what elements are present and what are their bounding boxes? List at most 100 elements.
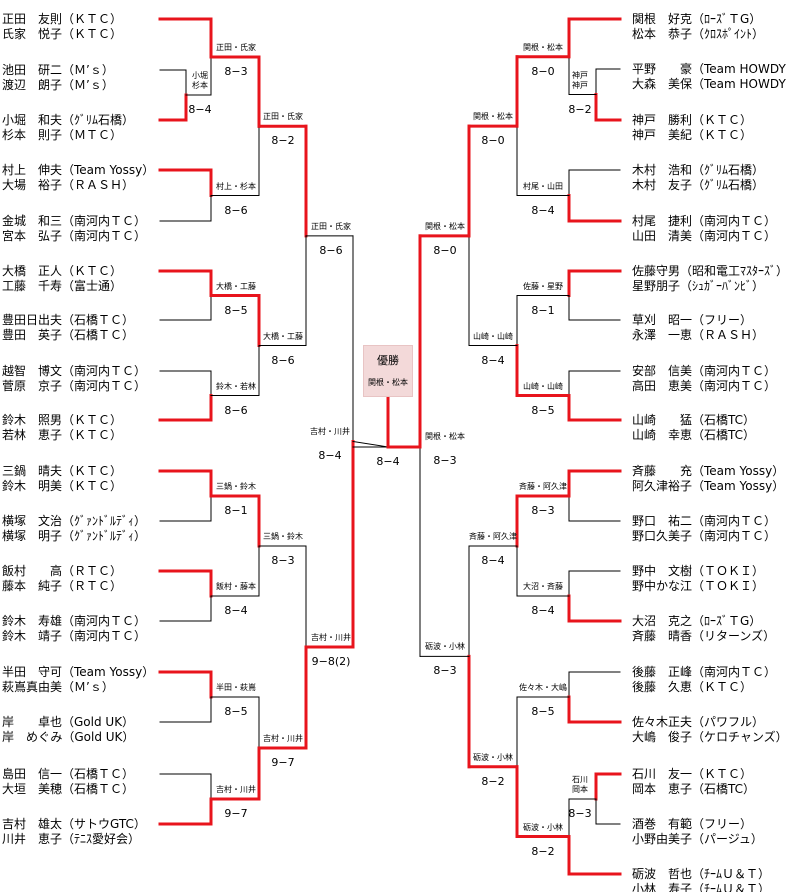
- right-pair: 後藤 正峰（南河内ＴＣ）後藤 久恵（ＫＴＣ）: [632, 665, 776, 695]
- player-name: 工藤 千寿（富士通）: [2, 279, 123, 293]
- player-name: 藤本 純子（ＲＴＣ）: [2, 579, 123, 593]
- match-score: 8−4: [481, 353, 505, 367]
- match-score: 8−5: [224, 705, 248, 718]
- match-score: 8−0: [531, 64, 555, 78]
- match-score: 8−5: [531, 705, 555, 718]
- champion-box: 優勝 関根・松本: [363, 345, 413, 397]
- player-name: 横塚 明子（ｸﾞｧﾝﾄﾞﾙﾃﾞｨ）: [2, 529, 147, 543]
- left-pair: 島田 信一（石橋ＴＣ）大垣 美穂（石橋ＴＣ）: [2, 767, 134, 797]
- player-name: 池田 研二（Ｍ’ｓ）: [2, 63, 114, 77]
- player-name: 砺波 哲也（ﾁｰﾑＵ＆Ｔ）: [632, 867, 771, 881]
- match-score: 8−4: [224, 604, 248, 617]
- match-score: 8−2: [481, 774, 505, 788]
- player-name: 石川 友一（ＫＴＣ）: [632, 767, 753, 781]
- match-winner-label: 吉村・川井: [263, 734, 303, 743]
- player-name: 川井 恵子（ﾃﾆｽ愛好会）: [2, 832, 141, 846]
- match-winner-label: 砺波・小林: [523, 822, 563, 832]
- match-winner-label: 吉村・川井: [216, 785, 256, 794]
- match-score: 8−5: [224, 303, 248, 317]
- match-winner-label: 正田・氏家: [263, 112, 303, 122]
- match-winner-label: 村上・杉本: [216, 181, 256, 191]
- match-score: 9−7: [224, 807, 248, 820]
- match-score: 8−3: [433, 454, 457, 468]
- player-name: 吉村 雄太（サトウGTC）: [2, 817, 146, 831]
- match-score: 8−3: [271, 554, 295, 567]
- player-name: 高田 恵美（南河内ＴＣ）: [632, 379, 777, 393]
- player-name: 横塚 文治（ｸﾞｧﾝﾄﾞﾙﾃﾞｨ）: [2, 514, 147, 528]
- player-name: 山崎 猛（石橋TC）: [632, 413, 756, 427]
- right-pair: 佐々木正夫（パワフル）大嶋 俊子（ケロチャンズ）: [632, 715, 786, 745]
- player-name: 佐藤守男（昭和電工ﾏｽﾀｰｽﾞ）: [632, 264, 786, 278]
- player-name: 神戸 美紀（ＫＴＣ）: [632, 128, 753, 142]
- match-score: 8−0: [481, 134, 505, 148]
- player-name: 杉本 則子（ＭＴＣ）: [2, 128, 123, 142]
- player-name: 小堀 和夫（ｸﾞﾘﾑ石橋）: [2, 113, 135, 127]
- match-winner-label: 斉藤・阿久津: [469, 532, 517, 541]
- champion-name: 関根・松本: [368, 378, 408, 387]
- match-winner-label: 佐藤・星野: [523, 281, 563, 291]
- player-name: 大森 美保（Team HOWDY）: [632, 77, 786, 91]
- match-winner-label: 砺波・小林: [473, 752, 513, 762]
- player-name: 鈴木 照男（ＫＴＣ）: [2, 413, 123, 427]
- match-winner-label: 半田・萩嶌: [216, 683, 256, 692]
- bracket-line: [352, 440, 389, 448]
- player-name: 岸 卓也（Gold UK）: [2, 715, 135, 729]
- player-name: 氏家 悦子（ＫＴＣ）: [2, 27, 123, 41]
- match-score: 8−4: [376, 455, 400, 468]
- player-name: 村尾 捷利（南河内ＴＣ）: [632, 214, 777, 228]
- match-score: 8−4: [531, 604, 555, 617]
- match-winner-label: 飯村・藤本: [216, 582, 256, 591]
- match-score: 9−8(2): [311, 655, 351, 668]
- match-winner-label: 神戸 神戸: [572, 70, 588, 90]
- match-score: 8−2: [531, 844, 555, 858]
- left-pair: 金城 和三（南河内ＴＣ）宮本 弘子（南河内ＴＣ）: [2, 214, 146, 244]
- match-winner-label: 鈴木・若林: [216, 381, 256, 391]
- left-pair: 岸 卓也（Gold UK）岸 めぐみ（Gold UK）: [2, 715, 134, 745]
- match-score: 8−1: [224, 504, 248, 517]
- match-winner-label: 三鍋・鈴木: [263, 532, 303, 541]
- left-pair: 豊田日出夫（石橋ＴＣ）豊田 英子（石橋ＴＣ）: [2, 313, 134, 343]
- match-winner-label: 関根・松本: [523, 42, 563, 52]
- left-pair: 小堀 和夫（ｸﾞﾘﾑ石橋）杉本 則子（ＭＴＣ）: [2, 113, 134, 143]
- player-name: 後藤 正峰（南河内ＴＣ）: [632, 665, 777, 679]
- player-name: 村上 伸夫（Team Yossy）: [2, 163, 155, 177]
- right-pair: 野中 文樹（ＴＯＫＩ）野中かな江（ＴＯＫＩ）: [632, 564, 764, 594]
- match-score: 8−6: [271, 353, 295, 367]
- player-name: 鈴木 靖子（南河内ＴＣ）: [2, 629, 147, 643]
- right-pair: 山崎 猛（石橋TC）山崎 幸恵（石橋TC）: [632, 413, 755, 443]
- left-pair: 吉村 雄太（サトウGTC）川井 恵子（ﾃﾆｽ愛好会）: [2, 817, 146, 847]
- player-name: 草刈 昭一（フリー）: [632, 313, 753, 327]
- match-score: 8−3: [433, 664, 457, 678]
- champion-title: 優勝: [377, 354, 399, 367]
- player-name: 木村 友子（ｸﾞﾘﾑ石橋）: [632, 178, 765, 192]
- player-name: 斉藤 充（Team Yossy）: [632, 464, 785, 478]
- match-score: 9−7: [271, 756, 295, 769]
- left-pair: 大橋 正人（ＫＴＣ）工藤 千寿（富士通）: [2, 264, 122, 294]
- player-name: 酒巻 有範（フリー）: [632, 817, 753, 831]
- player-name: 野口 祐二（南河内ＴＣ）: [632, 514, 777, 528]
- player-name: 小林 寿子（ﾁｰﾑＵ＆Ｔ）: [632, 882, 771, 892]
- player-name: 木村 浩和（ｸﾞﾘﾑ石橋）: [632, 163, 765, 177]
- player-name: 関根 好克（ﾛｰｽﾞＴG）: [632, 12, 762, 26]
- player-name: 越智 博文（南河内ＴＣ）: [2, 364, 147, 378]
- player-name: 山崎 幸恵（石橋TC）: [632, 428, 756, 442]
- player-name: 後藤 久恵（ＫＴＣ）: [632, 680, 753, 694]
- match-winner-label: 大橋・工藤: [263, 331, 303, 341]
- player-name: 渡辺 朗子（Ｍ’ｓ）: [2, 78, 114, 92]
- left-pair: 三鍋 晴夫（ＫＴＣ）鈴木 明美（ＫＴＣ）: [2, 464, 122, 494]
- left-pair: 半田 守可（Team Yossy）萩嶌真由美（Ｍ’ｓ）: [2, 665, 154, 695]
- match-winner-label: 村尾・山田: [523, 181, 563, 191]
- left-pair: 飯村 高（ＲＴＣ）藤本 純子（ＲＴＣ）: [2, 564, 122, 594]
- match-score: 8−4: [318, 449, 342, 463]
- match-score: 8−5: [531, 403, 555, 417]
- match-winner-label: 関根・松本: [425, 432, 465, 442]
- player-name: 三鍋 晴夫（ＫＴＣ）: [2, 464, 123, 478]
- match-winner-label: 砺波・小林: [425, 642, 465, 652]
- match-winner-label: 関根・松本: [473, 112, 513, 122]
- player-name: 豊田 英子（石橋ＴＣ）: [2, 328, 135, 342]
- match-winner-label: 斉藤・阿久津: [519, 482, 567, 491]
- player-name: 正田 友則（ＫＴＣ）: [2, 12, 123, 26]
- left-pair: 正田 友則（ＫＴＣ）氏家 悦子（ＫＴＣ）: [2, 12, 122, 42]
